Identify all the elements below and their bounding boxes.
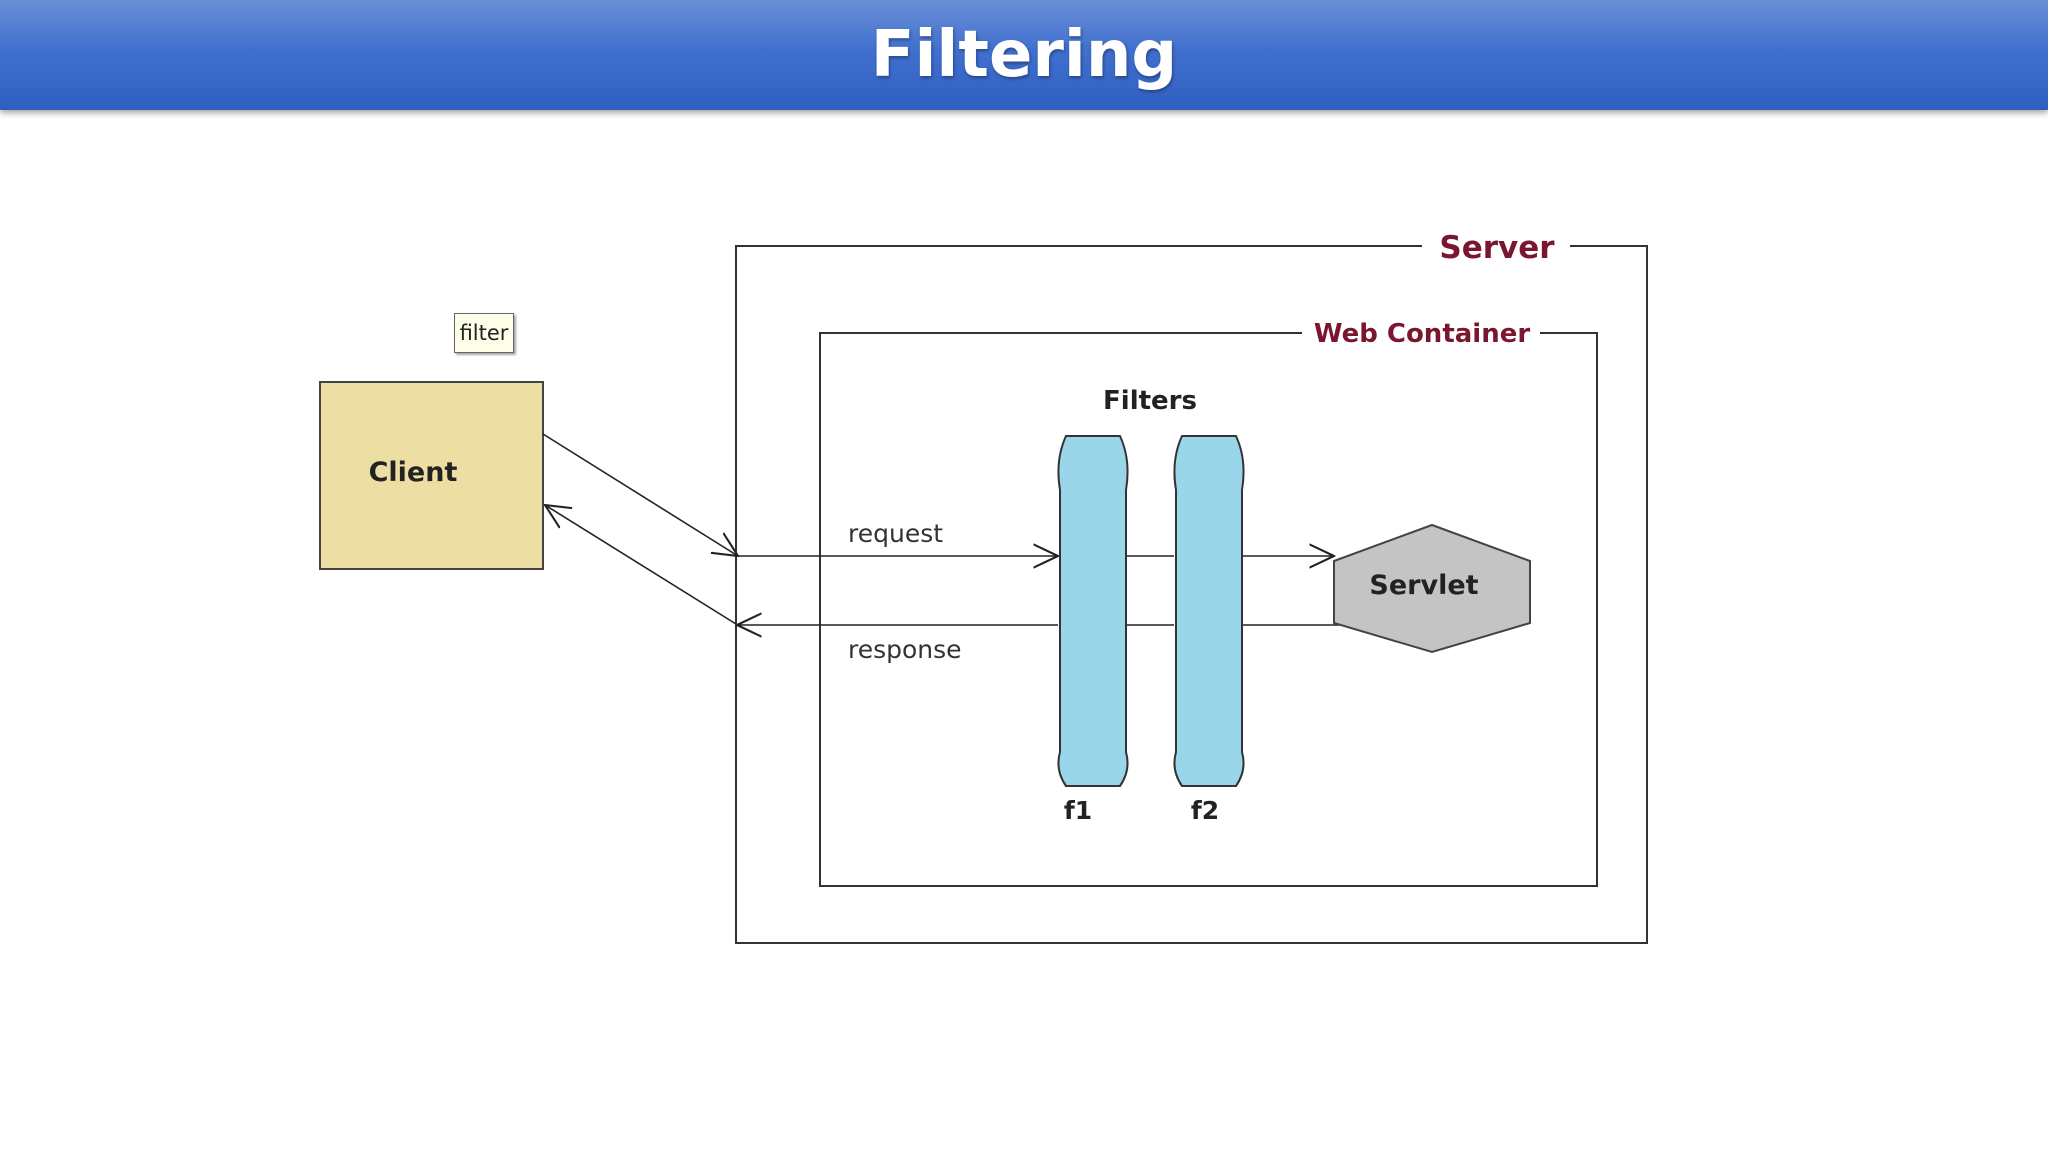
server-box: [735, 245, 1648, 944]
filter-f1-label: f1: [1064, 796, 1092, 825]
filter-f2-shape: [1173, 435, 1245, 787]
web-container-box: [819, 332, 1598, 887]
title-bar: Filtering: [0, 0, 2048, 110]
filter-f2-label: f2: [1191, 796, 1219, 825]
slide-title: Filtering: [870, 18, 1178, 92]
servlet-shape: [1333, 523, 1531, 654]
client-label: Client: [369, 457, 458, 488]
client-box: [319, 381, 544, 570]
client-to-server-arrow: [542, 433, 738, 556]
web-container-label: Web Container: [1314, 319, 1531, 349]
filters-label: Filters: [1103, 386, 1197, 416]
request-label: request: [848, 519, 943, 548]
servlet-label: Servlet: [1369, 570, 1478, 601]
server-to-client-arrow: [545, 505, 737, 625]
response-label: response: [848, 635, 962, 664]
filter-tooltip: filter: [454, 313, 514, 353]
server-label: Server: [1439, 230, 1555, 266]
filter-f1-shape: [1057, 435, 1129, 787]
